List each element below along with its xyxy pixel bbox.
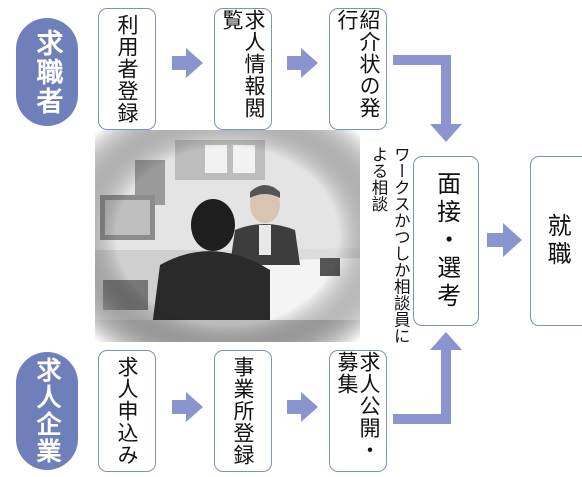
job-seeker-label: 求職者 <box>31 28 63 116</box>
step-business-registration-label: 事業所登録 <box>231 356 256 466</box>
arrow-interview-to-employment <box>487 223 522 257</box>
step-user-registration-label: 利用者登録 <box>115 14 140 124</box>
arrow-posting-to-interview <box>393 332 462 424</box>
consultation-photo <box>95 130 360 342</box>
arrow-seeker-2 <box>287 48 318 78</box>
company-badge: 求人企業 <box>16 352 78 470</box>
step-employment-label: 就職 <box>543 213 572 269</box>
arrow-company-1 <box>172 392 203 422</box>
step-user-registration: 利用者登録 <box>98 8 156 130</box>
consultation-caption-text: ワークスかつしか相談員による相談 <box>369 146 411 344</box>
step-interview-selection: 面接・選考 <box>413 156 479 326</box>
step-referral-issuance: 紹介状の発行 <box>329 8 387 130</box>
consultation-caption: ワークスかつしか相談員による相談 <box>363 146 415 346</box>
step-referral-issuance-label: 紹介状の発行 <box>335 9 382 119</box>
arrow-company-2 <box>287 392 318 422</box>
step-employment: 就職 <box>530 156 582 326</box>
company-label: 求人企業 <box>33 357 62 465</box>
step-job-application-label: 求人申込み <box>115 356 140 466</box>
job-seeker-badge: 求職者 <box>16 18 78 126</box>
arrow-referral-to-interview <box>393 55 462 142</box>
step-interview-selection-label: 面接・選考 <box>432 171 461 311</box>
step-job-info-browsing-label: 求人情報閲覧 <box>220 9 267 119</box>
step-job-info-browsing: 求人情報閲覧 <box>214 8 272 130</box>
step-job-posting: 求人公開・募集 <box>329 350 387 472</box>
arrow-seeker-1 <box>172 48 203 78</box>
step-job-posting-label: 求人公開・募集 <box>335 351 382 461</box>
step-job-application: 求人申込み <box>98 350 156 472</box>
step-business-registration: 事業所登録 <box>214 350 272 472</box>
